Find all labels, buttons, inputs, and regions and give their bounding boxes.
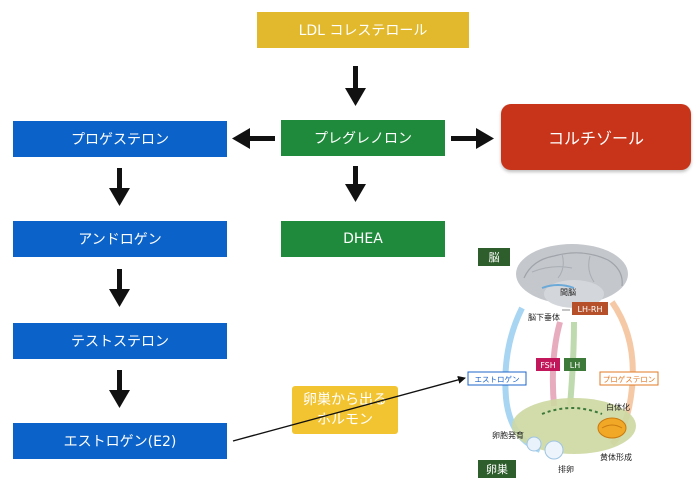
estrogen-label: エストロゲン [475,375,520,384]
lhrh-label: LH-RH [578,305,603,314]
pituitary-label: 脳下垂体 [528,312,560,322]
brain-tag-bg [478,248,510,266]
lhrh-badge [572,302,608,315]
arrow-androgen-to-testosterone [109,269,130,307]
estrogen-badge [467,371,527,386]
fsh-label: FSH [540,361,556,370]
lh-label: LH [570,361,580,370]
testosterone-box: テストステロン [13,323,227,359]
ovulation-label: 排卵 [558,464,574,474]
callout-line-1: 卵巣から出る [303,392,387,408]
arrow-ldl-to-pregnenolone [345,66,366,106]
ovary-shape [512,398,636,454]
arrow-pregnenolone-to-cortisol [451,128,494,149]
estrogen-e2-box: エストロゲン(E2) [13,423,227,459]
dhea-box: DHEA [281,221,445,257]
arrow-testosterone-to-estrogen [109,370,130,408]
hypothalamus-label: 間脳 [560,287,576,297]
fsh-badge [536,358,560,371]
pointer-line-estrogen [232,375,466,442]
ovary-tag-bg [478,460,516,478]
lh-badge [564,358,586,371]
hormone-axis-illustration: 脳 卵巣 間脳 LH-RH 脳下垂体 FSH LH エストロゲン プロゲステロン… [467,244,659,478]
follicle-growth-label: 卵胞発育 [492,430,524,440]
corpus-albicans-label: 白体化 [606,402,630,412]
corpus-luteum [597,417,627,439]
progesterone-box: プロゲステロン [13,121,227,157]
progesterone-badge [599,371,659,386]
ldl-cholesterol-box: LDL コレステロール [257,12,469,48]
brain-lower [544,280,604,308]
arrow-pregnenolone-to-progesterone [232,128,275,149]
ovary-tag: 卵巣 [486,463,508,476]
arrow-progesterone-to-androgen [109,168,130,206]
brain-tag: 脳 [489,251,500,264]
callout-line-2: ホルモン [317,412,373,428]
arrow-pregnenolone-to-dhea [345,166,366,202]
follicle-large [544,440,564,460]
progesterone-label: プロゲステロン [603,375,656,384]
pregnenolone-box: プレグレノロン [281,120,445,156]
follicle-small [526,436,542,452]
corpus-luteum-label: 黄体形成 [600,452,632,462]
cortisol-box: コルチゾール [501,104,691,170]
androgen-box: アンドロゲン [13,221,227,257]
